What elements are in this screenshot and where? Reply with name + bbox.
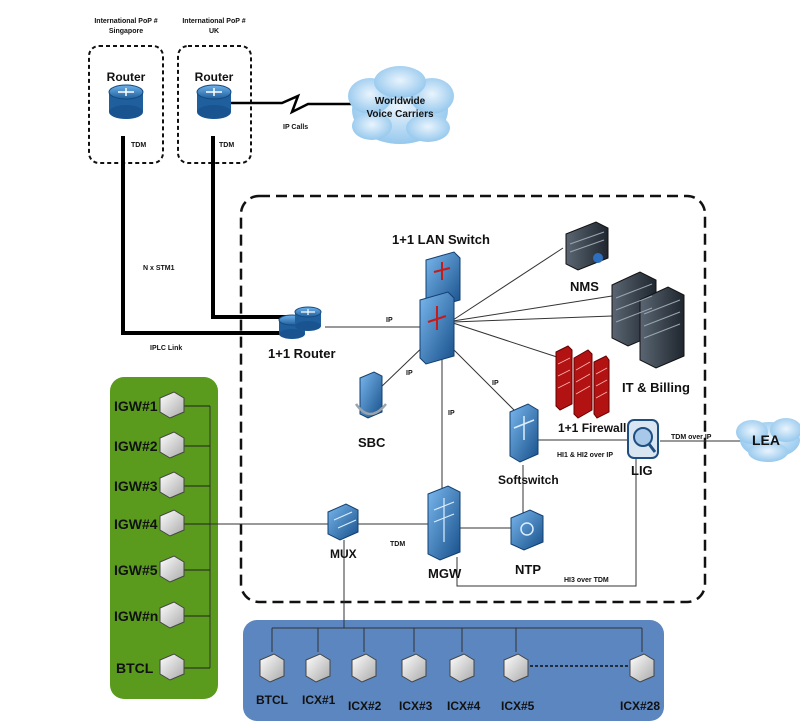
mgw-icon	[427, 485, 461, 561]
icx-label-28: ICX#28	[620, 699, 660, 713]
switch-it-billing-link-1	[452, 295, 613, 322]
router-switch-ip-label: IP	[386, 317, 393, 324]
server-rack-icon	[611, 271, 685, 369]
cloud-label-line2: Voice Carriers	[366, 109, 434, 120]
igw-label-5: IGW#5	[114, 562, 158, 578]
igw-node-3: IGW#3	[114, 471, 185, 499]
pop-singapore-tdm-label: TDM	[131, 142, 146, 149]
ip-calls-zigzag	[228, 93, 356, 115]
icx-label-1: ICX#1	[302, 693, 336, 707]
pop-singapore-router-label: Router	[107, 70, 146, 84]
router-icon	[278, 306, 322, 339]
hi1-hi2-label: HI1 & HI2 over IP	[557, 452, 613, 459]
igw-node-1: IGW#1	[114, 391, 185, 419]
igw-label-3: IGW#3	[114, 478, 158, 494]
pop-uk-router-label: Router	[195, 70, 234, 84]
icx-label-5: ICX#5	[501, 699, 535, 713]
lan-switch-label: 1+1 LAN Switch	[392, 232, 490, 247]
sbc-ip-label: IP	[406, 370, 413, 377]
nms-label: NMS	[570, 279, 599, 294]
icx-label-3: ICX#3	[399, 699, 433, 713]
igw-label-n: IGW#n	[114, 608, 158, 624]
switch-nms-link	[452, 247, 564, 321]
mgw-ip-label: IP	[448, 410, 455, 417]
ip-calls-label: IP Calls	[283, 124, 308, 131]
icx-node-3: ICX#3	[399, 653, 433, 713]
firewall-icon	[555, 345, 610, 419]
switch-it-billing-link-2	[452, 315, 613, 323]
icx-label-4: ICX#4	[447, 699, 481, 713]
sbc-icon	[354, 371, 387, 419]
server-icon	[565, 221, 609, 271]
mgw-label: MGW	[428, 566, 462, 581]
icx-node-4: ICX#4	[447, 653, 481, 713]
icx-node-1: ICX#1	[302, 653, 336, 707]
router-icon	[108, 84, 144, 119]
igw-label-2: IGW#2	[114, 438, 158, 454]
pop-singapore-title: International PoP #	[94, 18, 157, 25]
iplc-link	[211, 136, 293, 319]
hi3-label: HI3 over TDM	[564, 577, 609, 584]
stm1-label: N x STM1	[143, 265, 175, 272]
ntp-label: NTP	[515, 562, 541, 577]
core-network-boundary	[239, 194, 707, 604]
mux-tdm-label: TDM	[390, 541, 405, 548]
sbc-label: SBC	[358, 435, 386, 450]
pop-singapore-location: Singapore	[109, 28, 143, 35]
switch-firewall-link	[452, 322, 561, 359]
igw-label-btcl: BTCL	[116, 660, 154, 676]
cloud-icon	[348, 66, 454, 144]
mux-label: MUX	[330, 547, 357, 561]
lig-icon	[627, 419, 659, 459]
pop-uk-location: UK	[209, 28, 219, 35]
igw-node-btcl: BTCL	[116, 653, 185, 681]
iplc-label: IPLC Link	[150, 345, 182, 352]
it-billing-label: IT & Billing	[622, 380, 690, 395]
softswitch-ip-label: IP	[492, 380, 499, 387]
icx-label-btcl: BTCL	[256, 693, 288, 707]
lig-mgw-hi3-link	[456, 458, 637, 587]
igw-node-4: IGW#4	[114, 509, 185, 537]
ntp-icon	[510, 509, 544, 551]
switch-softswitch-link	[451, 347, 518, 414]
firewall-label: 1+1 Firewall	[558, 421, 626, 435]
lea-label: LEA	[752, 432, 780, 448]
icx-node-28: ICX#28	[620, 653, 660, 713]
pop-uk-tdm-label: TDM	[219, 142, 234, 149]
core-router-label: 1+1 Router	[268, 346, 336, 361]
igw-node-2: IGW#2	[114, 431, 185, 459]
igw-panel	[110, 377, 218, 699]
igw-node-5: IGW#5	[114, 555, 185, 583]
cloud-label-line1: Worldwide	[375, 96, 426, 107]
mux-icon	[327, 503, 359, 541]
stm1-link	[121, 136, 293, 335]
router-icon	[196, 84, 232, 119]
lea-cloud-icon	[736, 418, 800, 462]
lig-label: LIG	[631, 463, 653, 478]
pop-uk-title: International PoP #	[182, 18, 245, 25]
icx-node-5: ICX#5	[501, 653, 535, 713]
igw-label-4: IGW#4	[114, 516, 158, 532]
tdm-over-ip-label: TDM over IP	[671, 434, 712, 441]
igw-node-n: IGW#n	[114, 601, 185, 629]
softswitch-icon	[509, 403, 539, 463]
softswitch-label: Softswitch	[498, 473, 559, 487]
lan-switch-icon	[419, 251, 461, 365]
icx-label-2: ICX#2	[348, 699, 382, 713]
icx-node-btcl: BTCL	[256, 653, 288, 707]
igw-label-1: IGW#1	[114, 398, 158, 414]
icx-node-2: ICX#2	[348, 653, 382, 713]
